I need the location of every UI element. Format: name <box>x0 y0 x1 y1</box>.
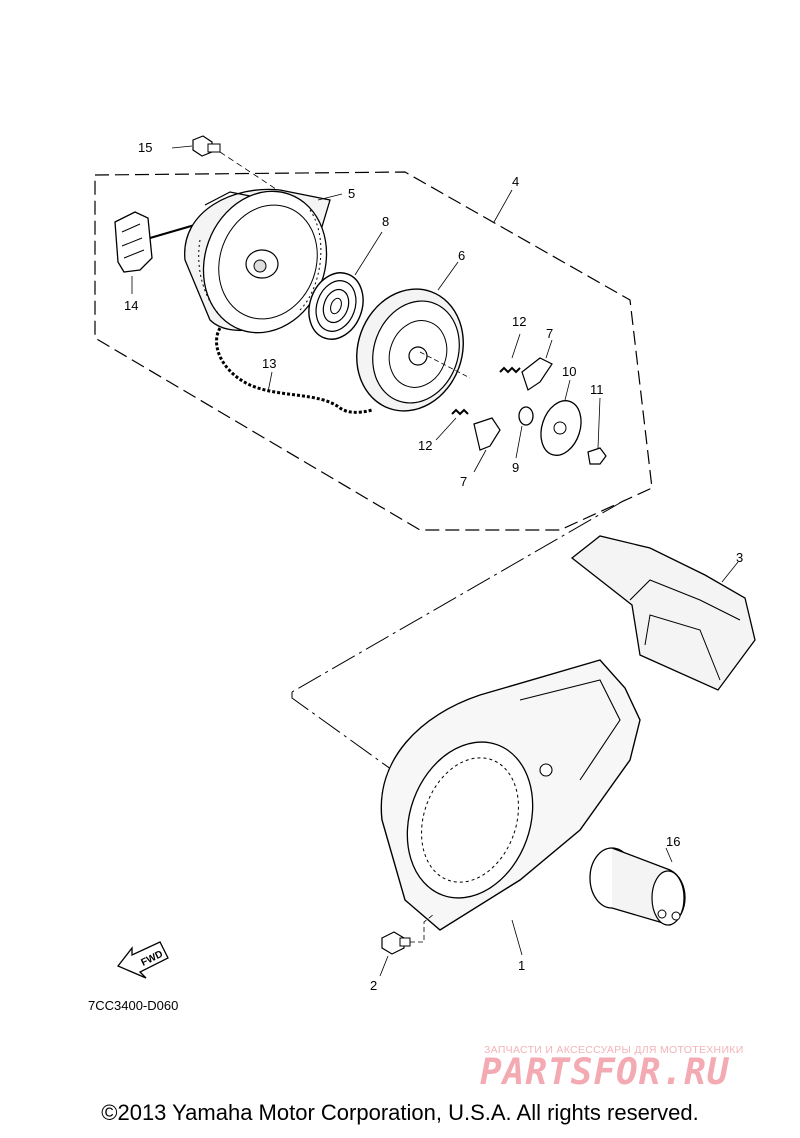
callout-6: 6 <box>458 248 465 263</box>
callout-16: 16 <box>666 834 680 849</box>
fan-housing-part-1 <box>380 659 641 956</box>
callout-2: 2 <box>370 978 377 993</box>
guide-line-left <box>291 692 421 791</box>
starter-case-part-5 <box>184 188 343 334</box>
callout-11: 11 <box>590 382 604 397</box>
callout-9: 9 <box>512 460 519 475</box>
assembly-dashed-outline <box>94 171 653 531</box>
bolt-part-11 <box>587 397 607 465</box>
bolt-part-15 <box>171 135 286 196</box>
callout-12-upper: 12 <box>512 314 526 329</box>
fwd-arrow-icon: FWD <box>116 941 169 979</box>
callout-5: 5 <box>348 186 355 201</box>
diagram-part-code: 7CC3400-D060 <box>88 998 178 1013</box>
watermark-brand: PARTSFOR.RU <box>480 1052 730 1093</box>
bolt-part-2 <box>379 913 435 977</box>
copyright-notice: ©2013 Yamaha Motor Corporation, U.S.A. A… <box>101 1100 699 1125</box>
callout-7-upper: 7 <box>546 326 553 341</box>
callout-7-lower: 7 <box>460 474 467 489</box>
leader-part-4 <box>493 189 513 223</box>
spring-part-12-lower <box>435 408 469 441</box>
callout-1: 1 <box>518 958 525 973</box>
callout-4: 4 <box>512 174 519 189</box>
pulley-part-6 <box>356 261 471 412</box>
cylinder-part-16 <box>589 847 686 926</box>
callout-14: 14 <box>124 298 138 313</box>
ratchet-part-7-upper <box>521 339 553 391</box>
o-ring-part-9 <box>515 406 534 459</box>
spiral-spring-part-8 <box>308 231 383 340</box>
callout-8: 8 <box>382 214 389 229</box>
ratchet-part-7-lower <box>473 417 501 473</box>
spring-part-12-upper <box>499 333 521 374</box>
rope-leader-13 <box>267 371 273 393</box>
callout-15: 15 <box>138 140 152 155</box>
starter-rope-part-13 <box>215 327 373 414</box>
cover-part-3 <box>570 535 756 691</box>
plate-part-10 <box>540 379 582 456</box>
starter-handle-part-14 <box>114 211 206 294</box>
watermark-subtitle: ЗАПЧАСТИ И АКСЕССУАРЫ ДЛЯ МОТОТЕХНИКИ <box>484 1044 744 1056</box>
callout-10: 10 <box>562 364 576 379</box>
callout-3: 3 <box>736 550 743 565</box>
callout-12-lower: 12 <box>418 438 432 453</box>
guide-line-right <box>291 499 626 693</box>
callout-13: 13 <box>262 356 276 371</box>
